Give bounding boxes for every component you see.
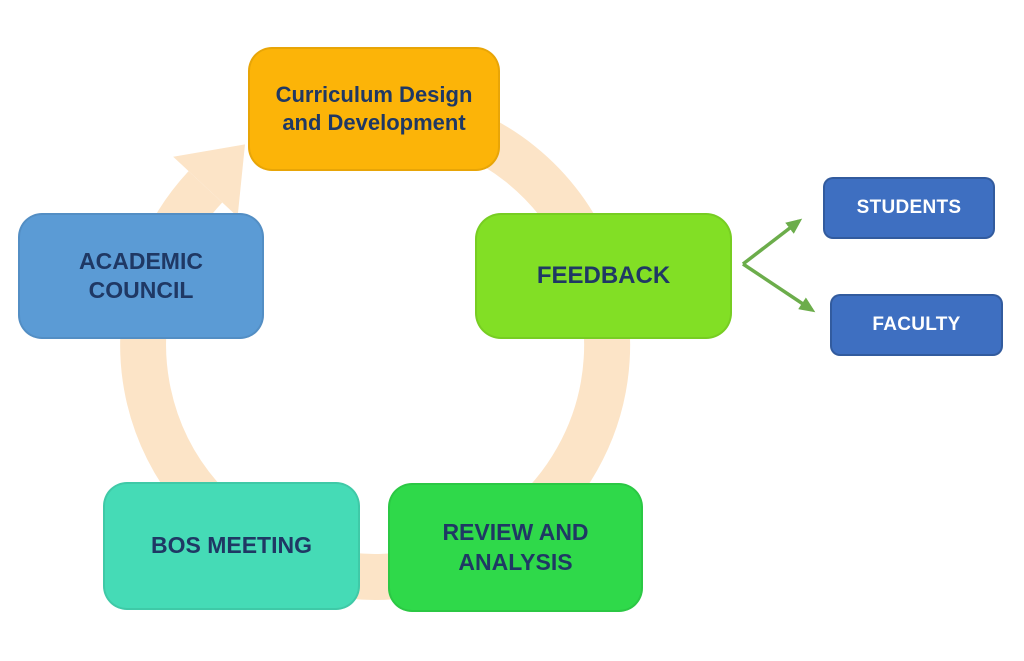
node-students: STUDENTS — [823, 177, 995, 239]
node-academic-council: ACADEMIC COUNCIL — [18, 213, 264, 339]
arrow-feedback-to-students — [741, 218, 803, 266]
node-review-and-analysis: REVIEW AND ANALYSIS — [388, 483, 643, 612]
node-curriculum-design: Curriculum Design and Development — [248, 47, 500, 171]
node-academic-council-label: ACADEMIC COUNCIL — [79, 247, 203, 303]
node-bos-meeting: BOS MEETING — [103, 482, 360, 610]
arrow-feedback-to-faculty — [742, 262, 816, 313]
node-faculty: FACULTY — [830, 294, 1003, 356]
node-bos-meeting-label: BOS MEETING — [150, 532, 312, 559]
node-students-label: STUDENTS — [856, 196, 962, 218]
node-curriculum-design-label: Curriculum Design and Development — [275, 81, 473, 135]
cycle-ring-arrowhead-icon — [173, 144, 245, 217]
node-faculty-label: FACULTY — [872, 313, 961, 335]
node-review-and-analysis-label: REVIEW AND ANALYSIS — [442, 519, 589, 575]
node-feedback: FEEDBACK — [475, 213, 732, 339]
node-feedback-label: FEEDBACK — [536, 261, 671, 289]
